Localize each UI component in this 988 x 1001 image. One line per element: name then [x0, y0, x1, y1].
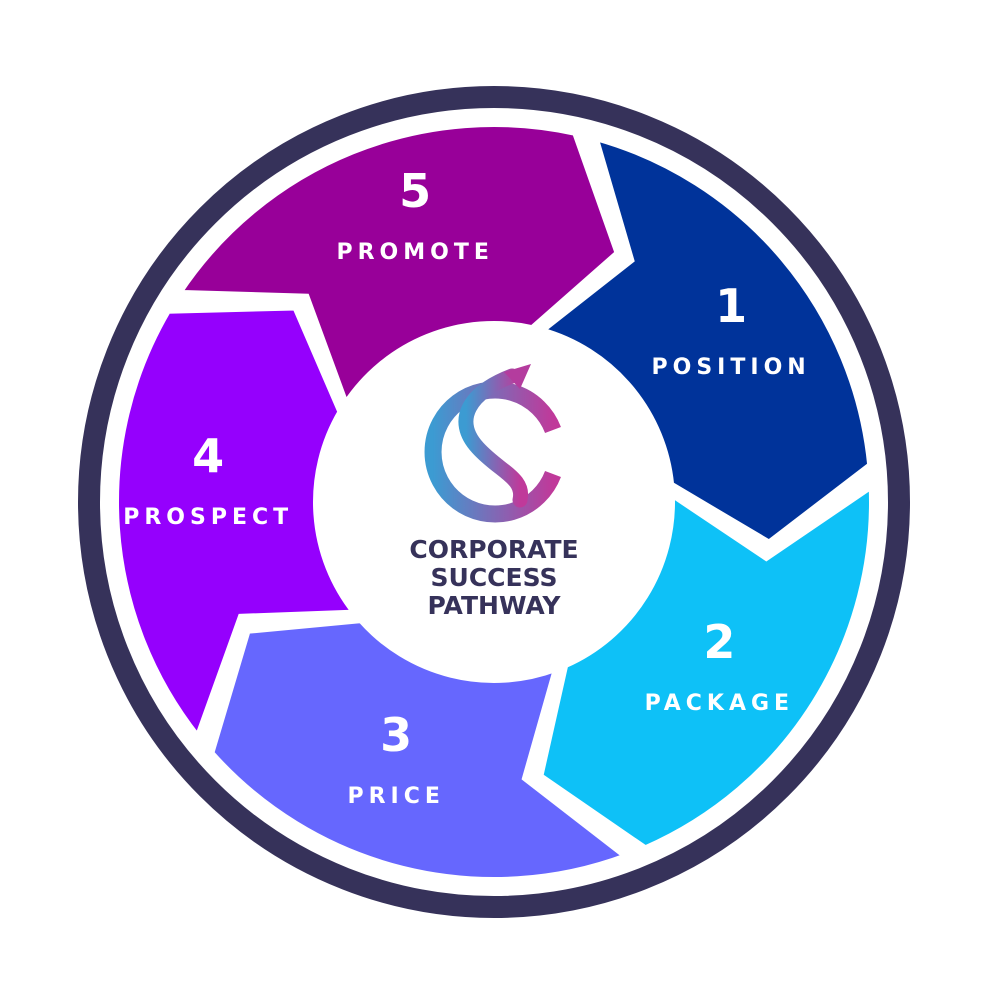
step-label-package: PACKAGE [645, 691, 794, 716]
step-segment-4 [113, 304, 361, 743]
step-segment-3 [207, 617, 632, 883]
step-number-5: 5 [399, 164, 431, 218]
step-segment-1 [535, 133, 874, 547]
step-segment-5 [173, 121, 622, 411]
segments-group [113, 121, 875, 883]
step-label-prospect: PROSPECT [123, 505, 293, 530]
step-number-1: 1 [715, 279, 747, 333]
step-number-3: 3 [380, 708, 412, 762]
step-label-position: POSITION [652, 355, 811, 380]
title-line-1: CORPORATE [409, 535, 578, 564]
step-label-price: PRICE [347, 784, 444, 809]
title-line-2: SUCCESS [431, 563, 558, 592]
step-segment-2 [536, 480, 875, 852]
step-number-2: 2 [703, 615, 735, 669]
step-label-promote: PROMOTE [336, 240, 493, 265]
cs-arrow-logo-icon [424, 364, 561, 523]
title-line-3: PATHWAY [428, 591, 562, 620]
step-number-4: 4 [192, 429, 224, 483]
outer-ring [78, 86, 910, 918]
center-hub [334, 342, 654, 662]
